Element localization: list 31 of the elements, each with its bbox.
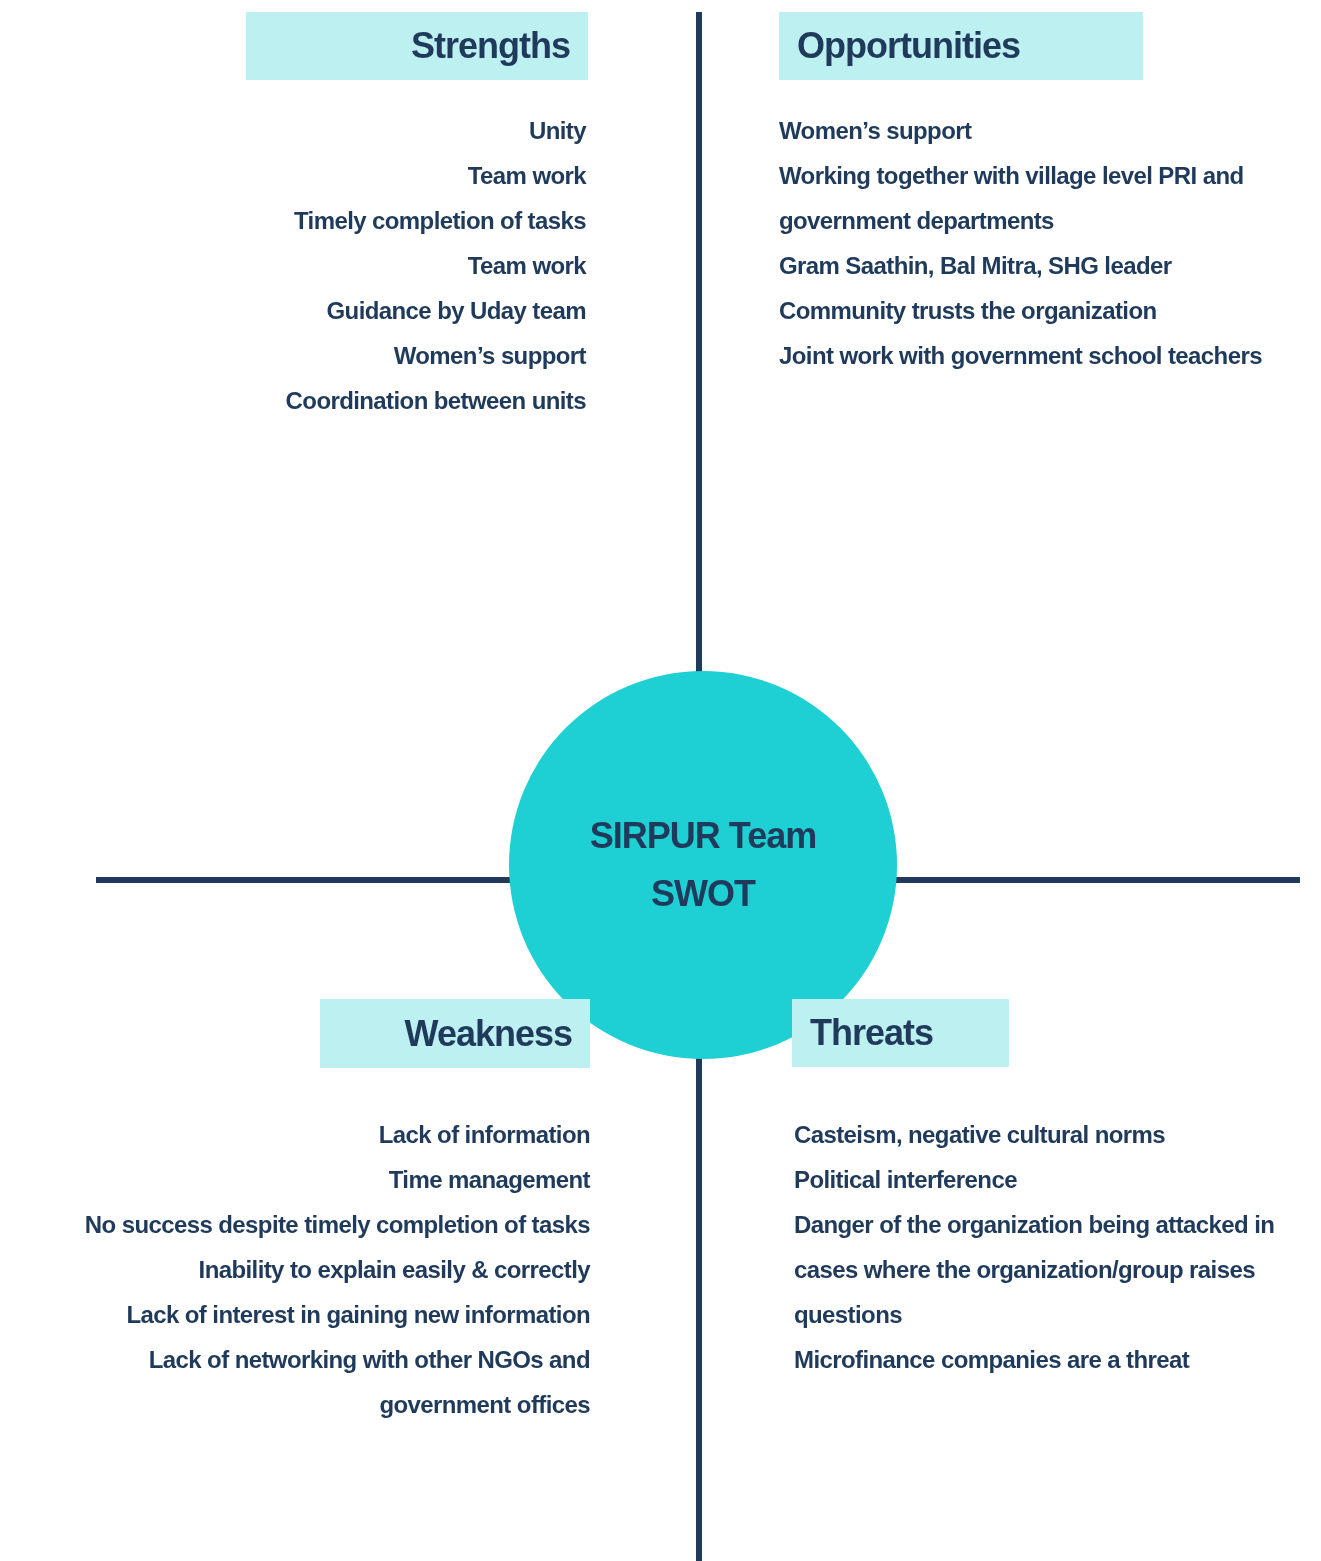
list-item: No success despite timely completion of tasks [83,1210,590,1240]
heading-text: Opportunities [797,25,1020,67]
list-item: Inability to explain easily & correctly [197,1255,590,1285]
heading-box [246,12,588,80]
list-item: Political interference [794,1165,1018,1195]
list-item: Coordination between units [284,386,586,416]
list-item: Team work [466,251,586,281]
list-item: Joint work with government school teachers [779,341,1263,371]
heading-text: Weakness [404,1012,572,1055]
list-item: Lack of information [377,1120,590,1150]
list-item: Timely completion of tasks [292,206,586,236]
list-item: Lack of interest in gaining new information [125,1300,590,1330]
list-item: Team work [466,161,586,191]
center-title: SIRPUR Team SWOT [588,814,818,916]
heading-box [792,999,1009,1067]
list-item: Time management [387,1165,590,1195]
list-item: Women’s support [779,116,973,146]
heading-box [779,12,1143,80]
list-item: Danger of the organization being attacked in cases where the organization/group raises questions [794,1210,1276,1330]
list-item: Community trusts the organization [779,296,1158,326]
list-item: Unity [528,116,586,146]
list-item: Casteism, negative cultural norms [794,1120,1166,1150]
list-item: Guidance by Uday team [325,296,586,326]
list-item: Working together with village level PRI and government departments [779,161,1245,236]
list-item: Women’s support [392,341,586,371]
list-item: Lack of networking with other NGOs and government offices [147,1345,590,1420]
list-item: Microfinance companies are a threat [794,1345,1191,1375]
heading-box [320,999,590,1068]
list-item: Gram Saathin, Bal Mitra, SHG leader [779,251,1173,281]
heading-text: Strengths [411,25,570,67]
heading-text: Threats [810,1012,934,1054]
